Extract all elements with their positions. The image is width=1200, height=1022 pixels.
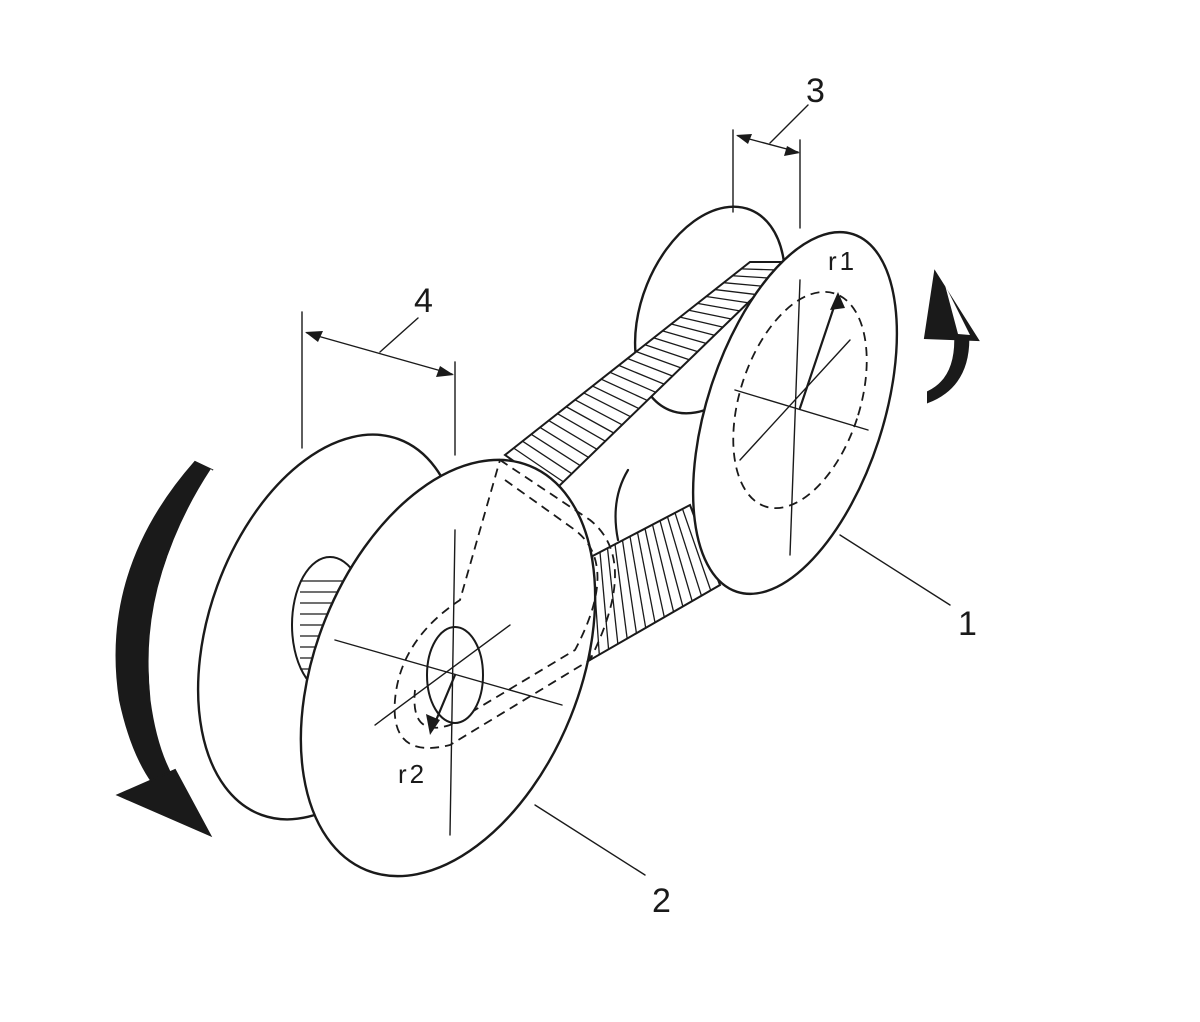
label-1: 1 — [958, 605, 977, 643]
belt-tooth — [662, 330, 707, 345]
belt-tooth — [614, 544, 628, 639]
belt-tooth — [539, 426, 589, 458]
belt-tooth — [600, 378, 648, 402]
leader-1 — [839, 534, 951, 606]
label-2: 2 — [652, 882, 671, 920]
belt-tooth — [674, 512, 703, 596]
dimension-3 — [732, 104, 809, 229]
belt-tooth — [618, 364, 665, 385]
belt-tooth — [697, 302, 740, 312]
belt-tooth — [651, 524, 675, 612]
belt-tooth — [653, 337, 698, 353]
label-r1: r1 — [828, 246, 857, 276]
belt-tooth — [644, 344, 690, 361]
belt-tooth — [679, 316, 724, 328]
belt-tooth — [681, 508, 712, 591]
right-hub-edge — [614, 468, 630, 542]
label-4: 4 — [414, 282, 433, 320]
belt-tooth — [513, 447, 564, 483]
belt-tooth — [599, 552, 610, 650]
curved-arrow-up-icon — [927, 328, 970, 404]
belt-tooth — [666, 516, 693, 602]
belt-tooth — [530, 433, 581, 467]
belt-tooth — [644, 528, 665, 618]
belt-tooth — [671, 323, 715, 336]
belt-tooth — [723, 282, 765, 288]
dimension-4 — [301, 311, 456, 456]
belt-tooth — [574, 399, 623, 426]
belt-tooth — [606, 548, 619, 644]
label-r2: r2 — [398, 759, 427, 789]
belt-tooth — [621, 540, 638, 634]
belt-tooth — [557, 413, 606, 442]
rotation-arrow-right — [923, 269, 980, 404]
right-front-flange — [691, 230, 899, 596]
belt-tooth — [706, 295, 749, 304]
rotation-arrow-left — [115, 460, 214, 838]
belt-tooth — [629, 536, 647, 628]
belt-tooth — [548, 419, 598, 450]
belt-tooth — [636, 350, 682, 369]
belt-tooth — [609, 371, 656, 393]
belt-tooth — [714, 288, 757, 296]
leader-2 — [534, 804, 646, 876]
label-3: 3 — [806, 72, 825, 110]
belt-tooth — [565, 406, 615, 434]
belt-tooth — [583, 392, 631, 418]
left-front-flange — [299, 458, 616, 878]
belt-tooth — [627, 357, 673, 377]
belt-tooth — [688, 309, 732, 320]
belt-tooth — [522, 440, 573, 475]
belt-tooth — [636, 532, 656, 623]
belt-tooth — [659, 520, 684, 607]
belt-tooth — [592, 385, 640, 410]
